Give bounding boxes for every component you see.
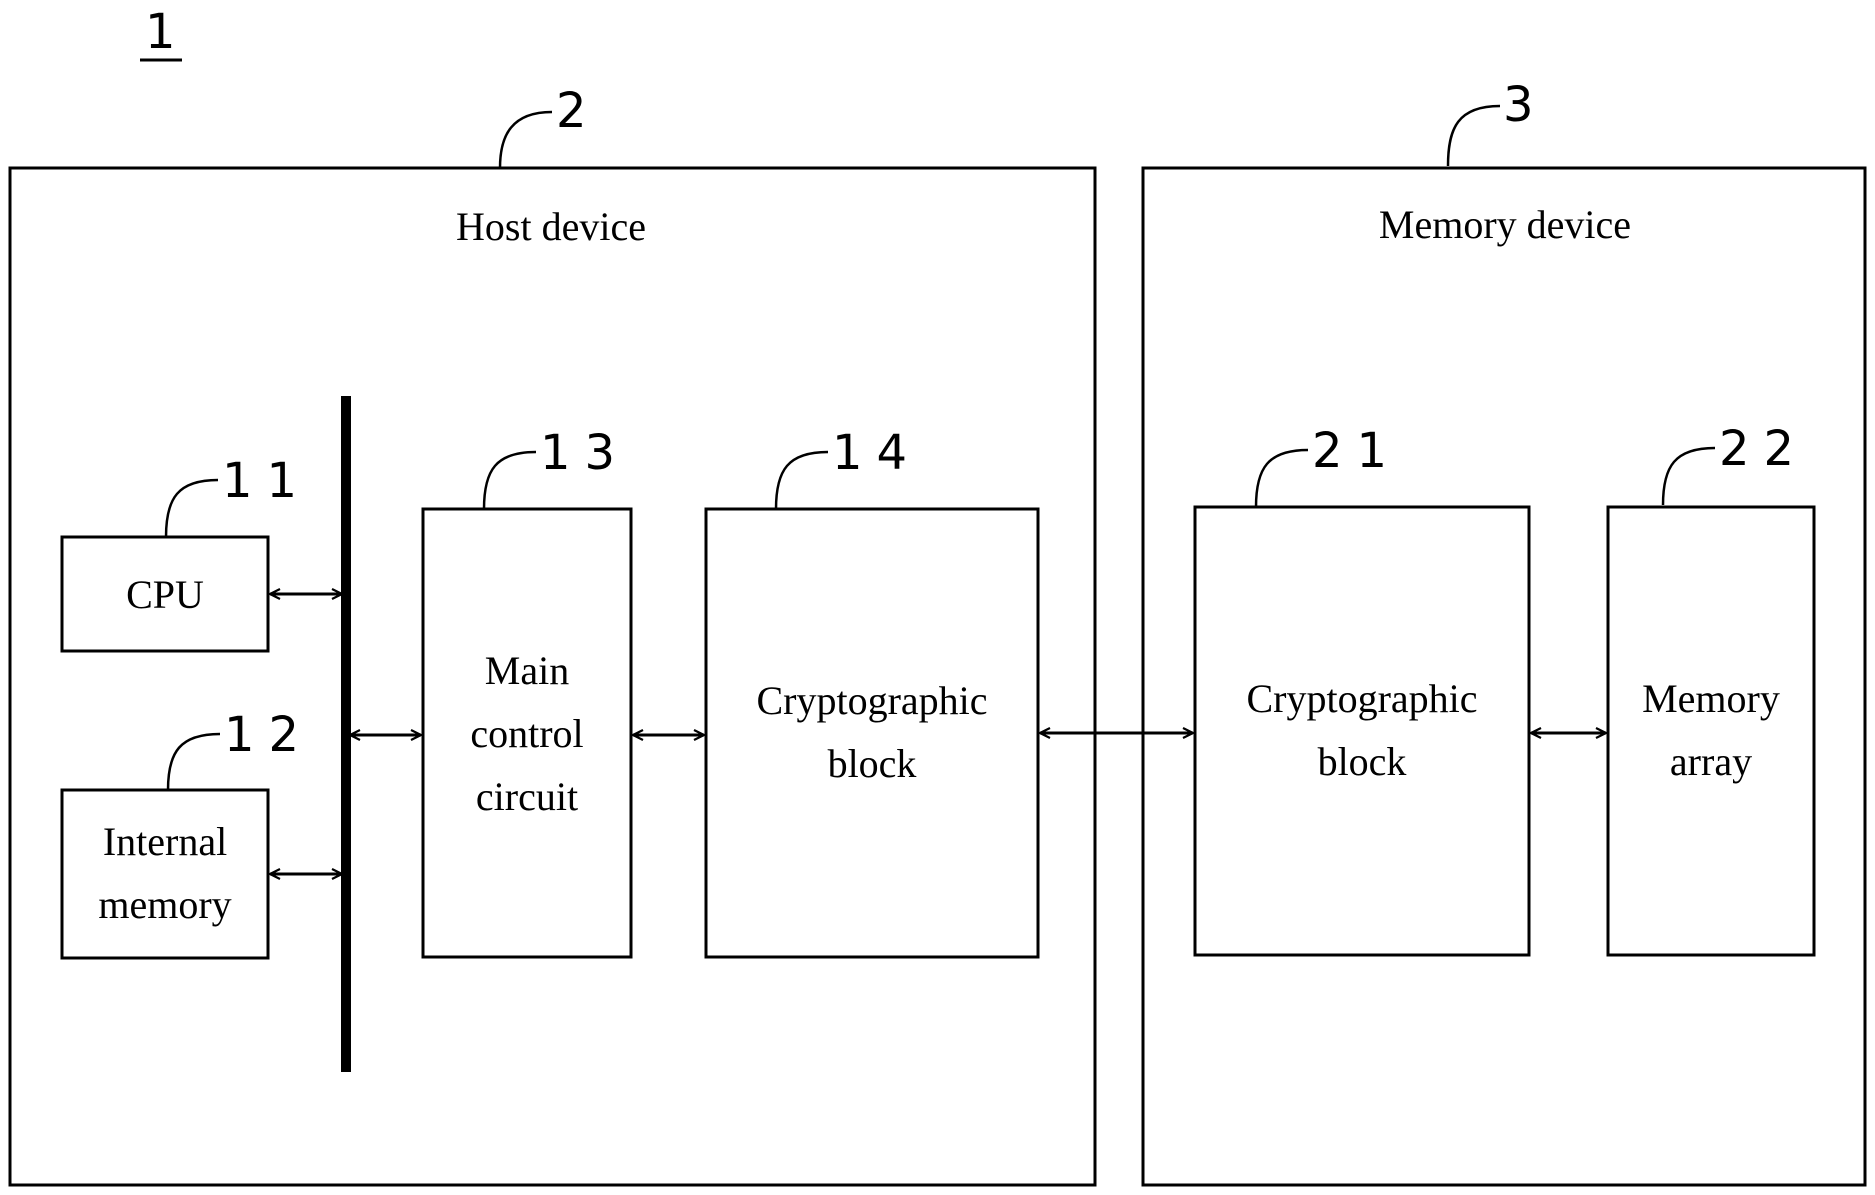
host-device-ref: 2 xyxy=(556,83,601,139)
host-crypto-label-line-1: Cryptographic xyxy=(756,678,987,723)
cpu-label-line-1: CPU xyxy=(126,572,204,617)
host-device-leader xyxy=(500,112,552,168)
internal-memory-block: Internal memory xyxy=(62,790,268,958)
memory-device-title: Memory device xyxy=(1379,202,1631,247)
memory-array-leader xyxy=(1663,448,1715,505)
main-control-label-line-3: circuit xyxy=(476,774,578,819)
memory-array-ref: 22 xyxy=(1719,421,1808,477)
main-control-leader xyxy=(484,452,536,509)
internal-memory-label-line-1: Internal xyxy=(103,819,227,864)
internal-memory-label-line-2: memory xyxy=(98,882,231,927)
memory-crypto-leader xyxy=(1256,450,1308,507)
cpu-block: CPU xyxy=(62,537,268,651)
cpu-ref: 11 xyxy=(222,453,311,509)
memory-crypto-ref: 21 xyxy=(1312,423,1401,479)
memory-device-ref: 3 xyxy=(1503,77,1548,133)
memory-cryptographic-block: Cryptographic block xyxy=(1195,507,1529,955)
main-control-label-line-2: control xyxy=(470,711,583,756)
memory-crypto-label-line-1: Cryptographic xyxy=(1246,676,1477,721)
host-cryptographic-block: Cryptographic block xyxy=(706,509,1038,957)
internal-memory-leader xyxy=(168,734,220,790)
host-crypto-label-line-2: block xyxy=(828,741,917,786)
memory-array-label-line-2: array xyxy=(1670,739,1752,784)
host-crypto-ref: 14 xyxy=(832,425,921,481)
figure-number: 1 xyxy=(145,4,190,60)
memory-device-leader xyxy=(1448,106,1500,166)
internal-memory-ref: 12 xyxy=(224,707,313,763)
main-control-label-line-1: Main xyxy=(485,648,569,693)
main-control-circuit-block: Main control circuit xyxy=(423,509,631,957)
host-crypto-leader xyxy=(776,452,828,509)
memory-array-block: Memory array xyxy=(1608,507,1814,955)
host-device-title: Host device xyxy=(456,204,646,249)
main-control-ref: 13 xyxy=(540,425,629,481)
memory-crypto-label-line-2: block xyxy=(1318,739,1407,784)
cpu-leader xyxy=(166,480,218,537)
memory-array-label-line-1: Memory xyxy=(1642,676,1780,721)
